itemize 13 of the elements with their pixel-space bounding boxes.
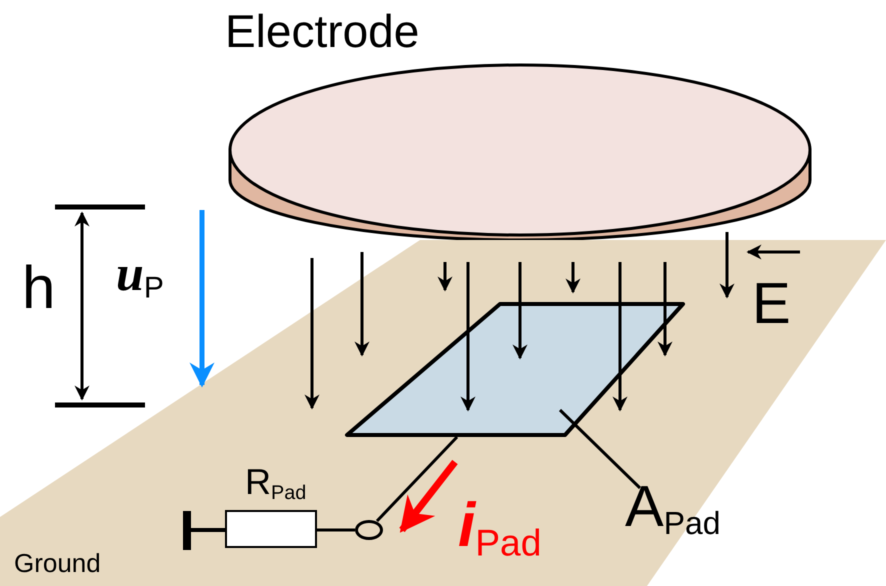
pad-plate [345, 302, 685, 437]
velocity-label: u$_{P}$ [116, 248, 164, 304]
height-label: h [22, 258, 56, 318]
current-label: i$_{Pad}$ [458, 495, 542, 562]
field-label: E [752, 275, 791, 333]
electrode-heading: Electrode [225, 8, 420, 54]
resistor-label: R$_{Pad}$ [245, 464, 306, 504]
ground-label: Ground [14, 550, 101, 576]
area-label: A$_{Pad}$ [625, 478, 720, 540]
wire [317, 528, 355, 532]
wire [376, 436, 458, 522]
resistor-symbol [225, 510, 317, 548]
leader-line [558, 408, 642, 490]
